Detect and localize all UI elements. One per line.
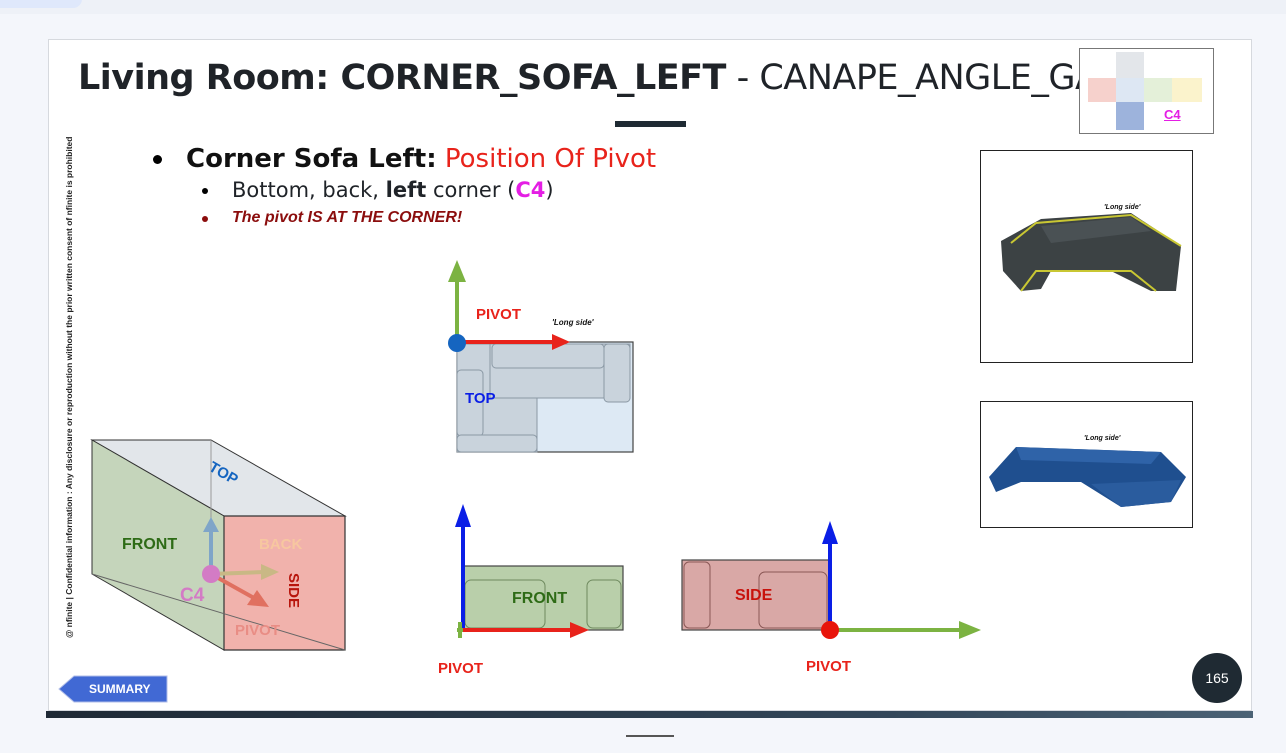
front-view-label: FRONT (512, 590, 568, 607)
thumb-c4-label: C4 (1164, 107, 1181, 122)
top-view-pivot-label: PIVOT (476, 306, 522, 323)
bullet-main: Corner Sofa Left: Position Of Pivot (186, 144, 656, 174)
corner-code: C4 (515, 178, 546, 202)
cube-side-label: SIDE (285, 573, 302, 609)
confidential-notice: @ nfinite | Confidential information : A… (64, 136, 74, 638)
bullet-dot (153, 155, 162, 164)
bullet-main-bold: Corner Sofa Left: (186, 144, 437, 174)
summary-label: SUMMARY (89, 682, 151, 696)
top-view-label: TOP (465, 390, 496, 407)
side-view-label: SIDE (735, 587, 773, 604)
top-view-diagram (448, 260, 634, 453)
side-view-pivot-label: PIVOT (806, 658, 852, 675)
page-number: 165 (1192, 653, 1242, 703)
title-bold: Living Room: CORNER_SOFA_LEFT (78, 58, 726, 98)
top-tab[interactable] (0, 0, 82, 8)
sofa-grey-graphic (1001, 213, 1182, 292)
pivot-cube-diagram (90, 439, 347, 651)
sofa-blue-graphic (989, 447, 1186, 507)
top-bar (0, 0, 1286, 14)
title-underline (615, 121, 686, 127)
bullet-corner: Bottom, back, left corner (C4) (232, 178, 554, 202)
cube-map-thumbnail: C4 (1079, 48, 1214, 134)
front-view-pivot-label: PIVOT (438, 660, 484, 677)
front-view-diagram (455, 504, 624, 638)
sofa-photo-blue: 'Long side' (980, 401, 1193, 528)
photo1-long-side: 'Long side' (1104, 204, 1141, 211)
side-view-diagram (681, 521, 981, 639)
bullet-dot (202, 216, 208, 222)
photo2-long-side: 'Long side' (1084, 435, 1121, 442)
bottom-indicator (626, 735, 674, 737)
cube-back-label: BACK (259, 536, 303, 553)
cube-pivot-label: PIVOT (235, 622, 281, 639)
cube-front-label: FRONT (122, 536, 178, 553)
bullet-pivot-note: The pivot IS AT THE CORNER! (232, 209, 463, 226)
bullet-main-colored: Position Of Pivot (436, 144, 657, 174)
slide-bottom-bar (46, 711, 1253, 718)
sofa-photo-grey: 'Long side' (980, 150, 1193, 363)
cube-map-graphic (1088, 52, 1202, 130)
bullet-dot (202, 188, 208, 194)
cube-c4-label: C4 (180, 585, 205, 606)
slide: Living Room: CORNER_SOFA_LEFT - CANAPE_A… (48, 39, 1252, 711)
top-view-long-side: 'Long side' (552, 318, 594, 327)
slide-title: Living Room: CORNER_SOFA_LEFT - CANAPE_A… (78, 58, 1195, 98)
summary-arrow-shape (58, 675, 168, 703)
